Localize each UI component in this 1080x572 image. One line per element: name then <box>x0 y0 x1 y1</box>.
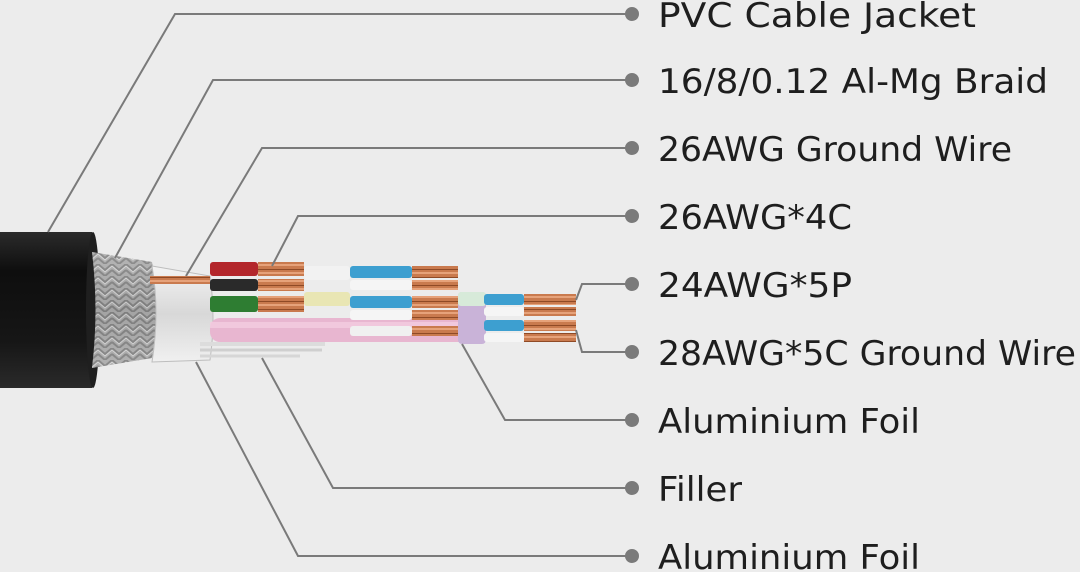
core-green <box>210 296 258 312</box>
leader-filler <box>261 357 632 489</box>
leader-pvc-jacket <box>47 13 632 233</box>
cable-illustration <box>0 232 576 388</box>
label-foil-inner: Aluminium Foil <box>658 402 920 442</box>
label-foil-outer: Aluminium Foil <box>658 538 920 572</box>
leader-24awg-5p <box>575 283 632 301</box>
label-26awg-4c: 26AWG*4C <box>658 198 852 238</box>
label-dots <box>625 7 639 563</box>
pair-blue-1 <box>350 266 412 278</box>
leader-28awg-5c <box>575 329 632 353</box>
core-white <box>304 266 350 280</box>
dot-28awg-5c <box>625 345 639 359</box>
label-28awg-5c: 28AWG*5C Ground Wire <box>658 334 1076 374</box>
outer-foil <box>151 265 214 363</box>
leader-ground-wire <box>185 147 632 277</box>
pair-blue-3 <box>484 294 524 305</box>
core-black <box>210 279 258 291</box>
label-pvc-jacket: PVC Cable Jacket <box>658 0 976 36</box>
pair-white-5 <box>484 333 524 342</box>
dot-foil-outer <box>625 549 639 563</box>
pair-blue-2 <box>350 296 412 308</box>
pair-white-2 <box>350 310 412 320</box>
pvc-jacket <box>0 232 96 388</box>
dot-pvc-jacket <box>625 7 639 21</box>
dot-26awg-4c <box>625 209 639 223</box>
dot-braid <box>625 73 639 87</box>
label-24awg-5p: 24AWG*5P <box>658 266 852 306</box>
dot-foil-inner <box>625 413 639 427</box>
pair-white-1 <box>350 280 412 290</box>
label-ground-wire: 26AWG Ground Wire <box>658 130 1012 170</box>
leader-lines <box>47 13 632 557</box>
leader-26awg-4c <box>271 215 632 267</box>
pair-blue-4 <box>484 320 524 331</box>
core-yellow <box>304 292 350 306</box>
label-braid: 16/8/0.12 Al-Mg Braid <box>658 62 1048 102</box>
core-red <box>210 262 258 276</box>
leader-foil-inner <box>461 343 632 421</box>
dot-filler <box>625 481 639 495</box>
leader-foil-outer <box>195 361 632 557</box>
dot-24awg-5p <box>625 277 639 291</box>
dot-ground-wire <box>625 141 639 155</box>
label-filler: Filler <box>658 470 742 510</box>
leader-braid <box>114 79 632 259</box>
pair-white-4 <box>484 307 524 316</box>
pair-white-3 <box>350 326 412 336</box>
ground-wire <box>150 276 210 284</box>
labels: PVC Cable Jacket 16/8/0.12 Al-Mg Braid 2… <box>658 0 1076 572</box>
